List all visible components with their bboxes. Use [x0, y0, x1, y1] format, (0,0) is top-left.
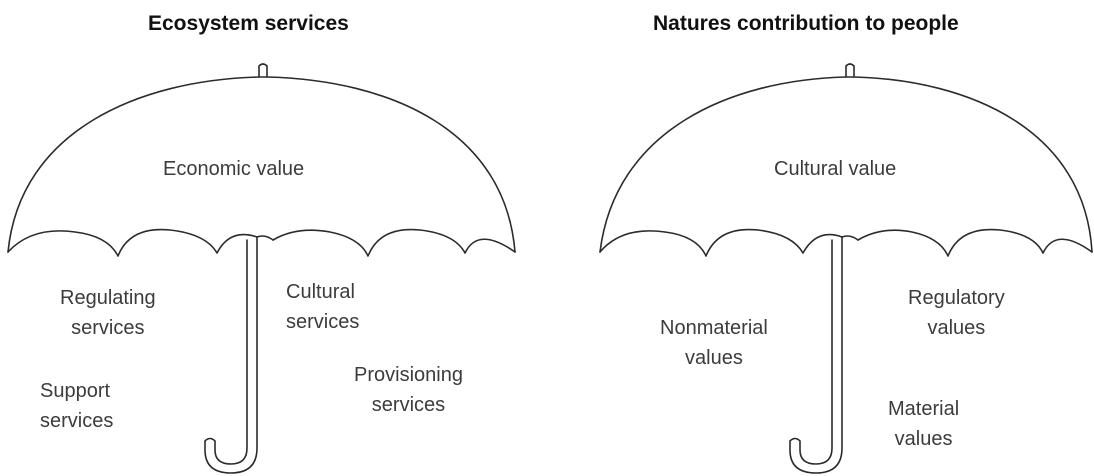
canopy-label: Economic value [163, 158, 305, 180]
umbrella-shaft [789, 235, 859, 474]
umbrella-tip [258, 63, 268, 78]
natures-contribution-panel: Natures contribution to people Cultural … [560, 0, 1094, 476]
material-values-label: Material values [888, 398, 960, 450]
canopy-label: Cultural value [774, 158, 897, 180]
umbrella-scallops [7, 228, 516, 257]
diagram-title: Natures contribution to people [653, 12, 959, 35]
diagram-title: Ecosystem services [148, 12, 349, 35]
support-services-label: Support services [40, 380, 114, 432]
umbrella-tip [845, 63, 855, 78]
regulating-services-label: Regulating services [60, 287, 156, 339]
umbrella-canopy [7, 76, 516, 253]
umbrella-shaft [204, 235, 274, 474]
umbrella-icon [599, 63, 1093, 474]
ecosystem-services-panel: Ecosystem services Economic value Regula… [0, 0, 540, 476]
umbrella-scallops [599, 228, 1093, 257]
cultural-services-label: Cultural services [286, 281, 360, 333]
umbrella-icon [7, 63, 516, 474]
provisioning-services-label: Provisioning services [354, 364, 463, 416]
umbrella-canopy [599, 76, 1093, 253]
nonmaterial-values-label: Nonmaterial values [660, 317, 768, 369]
regulatory-values-label: Regulatory values [908, 287, 1005, 339]
